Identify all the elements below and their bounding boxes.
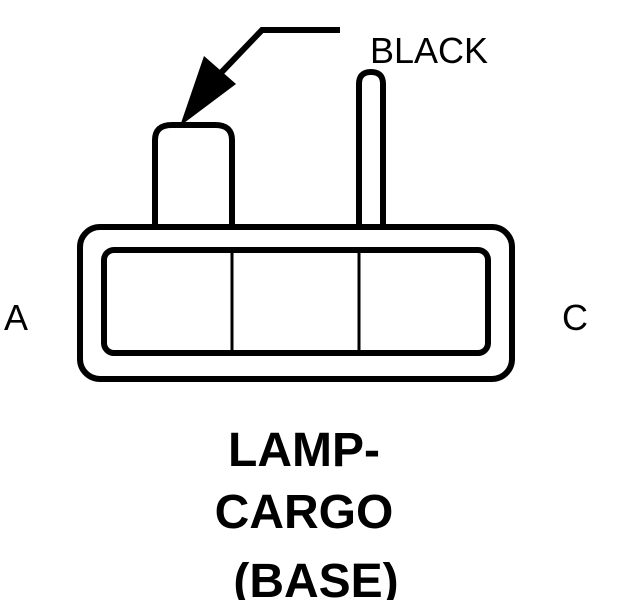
title-line-2: CARGO — [215, 486, 394, 539]
title-line-1: LAMP- — [228, 424, 380, 477]
wire-color-label: BLACK — [370, 30, 488, 71]
pin-right-label: C — [562, 297, 588, 338]
pin-left-label: A — [4, 297, 28, 338]
terminal-post-wide — [152, 122, 235, 228]
title-line-3: (BASE) — [233, 555, 398, 600]
connector-housing-inner — [101, 247, 491, 356]
terminal-pin-narrow — [356, 69, 386, 228]
leader-line — [213, 27, 340, 81]
leader-arrowhead — [180, 56, 236, 126]
